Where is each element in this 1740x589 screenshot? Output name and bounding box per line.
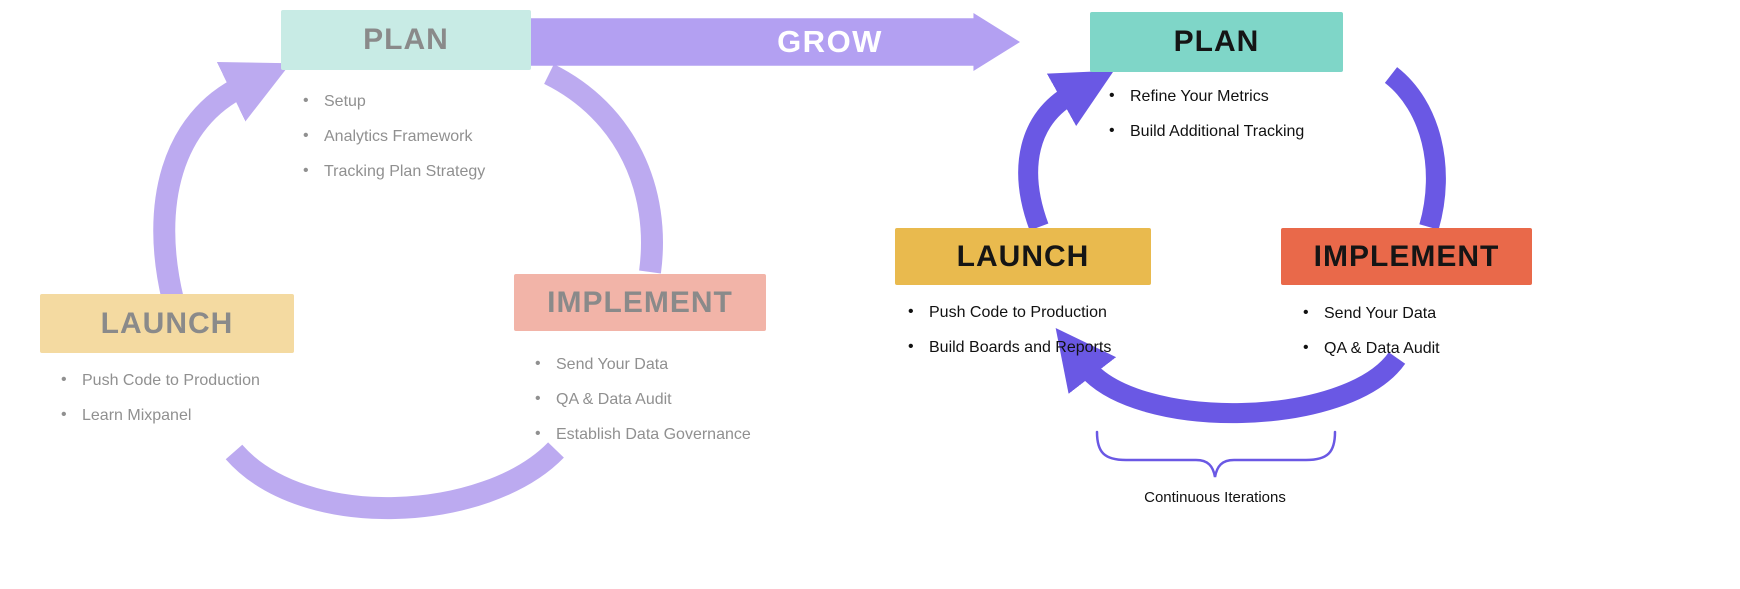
right-arrow-plan-to-implement: [1384, 67, 1446, 230]
left-implement-box: IMPLEMENT: [514, 274, 766, 331]
bullet-item: Refine Your Metrics: [1106, 87, 1304, 106]
left-arrow-launch-to-plan: [153, 61, 291, 303]
right-implement-box: IMPLEMENT: [1281, 228, 1532, 285]
bullet-item: QA & Data Audit: [1300, 339, 1440, 358]
continuous-iterations-brace: [1095, 430, 1337, 478]
left-plan-bullets: Setup Analytics Framework Tracking Plan …: [300, 92, 485, 198]
right-arrow-launch-to-plan: [1018, 70, 1114, 231]
left-arrow-plan-to-implement: [543, 64, 663, 274]
right-launch-bullets: Push Code to Production Build Boards and…: [905, 303, 1111, 374]
right-implement-bullets: Send Your Data QA & Data Audit: [1300, 304, 1440, 375]
right-launch-box: LAUNCH: [895, 228, 1151, 285]
bullet-item: Build Additional Tracking: [1106, 122, 1304, 141]
bullet-item: Send Your Data: [532, 355, 751, 374]
right-plan-box: PLAN: [1090, 12, 1343, 72]
continuous-iterations-caption: Continuous Iterations: [1144, 489, 1286, 506]
left-arrow-implement-to-launch: [225, 442, 564, 519]
left-implement-bullets: Send Your Data QA & Data Audit Establish…: [532, 355, 751, 461]
bullet-item: Tracking Plan Strategy: [300, 162, 485, 181]
grow-arrow-banner: GROW: [530, 13, 1020, 71]
bullet-item: Establish Data Governance: [532, 425, 751, 444]
bullet-item: Build Boards and Reports: [905, 338, 1111, 357]
grow-label: GROW: [777, 24, 883, 59]
left-launch-bullets: Push Code to Production Learn Mixpanel: [58, 371, 260, 442]
right-arrow-implement-to-launch: [1055, 328, 1406, 423]
bullet-item: Setup: [300, 92, 485, 111]
bullet-item: Push Code to Production: [905, 303, 1111, 322]
bullet-item: Push Code to Production: [58, 371, 260, 390]
left-launch-box: LAUNCH: [40, 294, 294, 353]
bullet-item: Send Your Data: [1300, 304, 1440, 323]
bullet-item: QA & Data Audit: [532, 390, 751, 409]
bullet-item: Learn Mixpanel: [58, 406, 260, 425]
right-plan-bullets: Refine Your Metrics Build Additional Tra…: [1106, 87, 1304, 158]
bullet-item: Analytics Framework: [300, 127, 485, 146]
left-plan-box: PLAN: [281, 10, 531, 70]
